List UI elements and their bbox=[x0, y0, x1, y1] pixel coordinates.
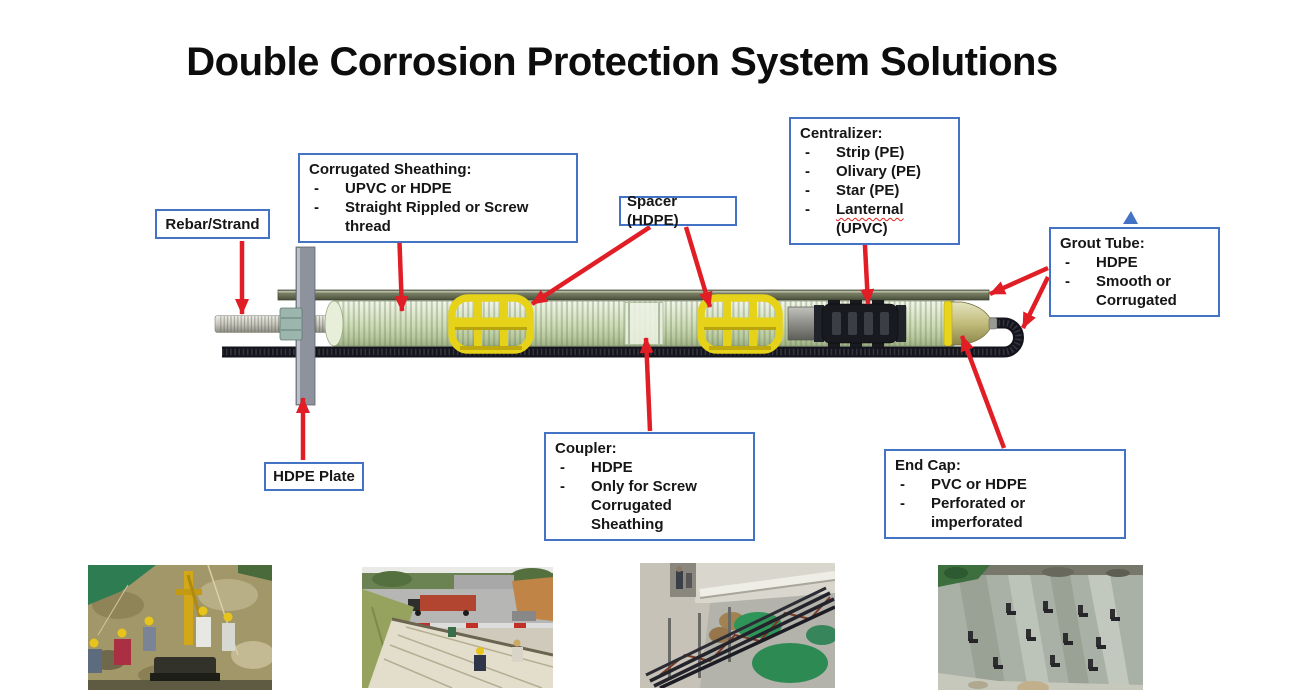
sheathing-item: - Straight Rippled or Screw thread bbox=[314, 199, 529, 235]
photo-drilling-rig bbox=[88, 565, 272, 690]
arrow-end-cap bbox=[959, 335, 1007, 449]
arrow-grout-top bbox=[989, 265, 1049, 297]
hdpe-plate-label: HDPE Plate bbox=[273, 468, 355, 485]
callout-centralizer: Centralizer: - Strip (PE) - Olivary (PE)… bbox=[789, 117, 960, 245]
spacer-2-shape bbox=[697, 294, 783, 354]
sheathing-item: - UPVC or HDPE bbox=[314, 180, 452, 197]
coupler-shape bbox=[624, 302, 664, 345]
callout-coupler: Coupler: - HDPE - Only for Screw Corruga… bbox=[544, 432, 755, 541]
blue-handle-icon bbox=[1123, 211, 1138, 224]
centralizer-item: - Olivary (PE) bbox=[805, 163, 922, 180]
photo-anchor-tendons bbox=[640, 563, 835, 688]
arrow-coupler bbox=[639, 337, 654, 432]
slide-title: Double Corrosion Protection System Solut… bbox=[186, 40, 1058, 84]
arrow-grout-bend bbox=[1020, 276, 1051, 329]
centralizer-item-misspelled: - Lanternal (UPVC) bbox=[805, 201, 904, 237]
callout-end-cap: End Cap: - PVC or HDPE - Perforated or i… bbox=[884, 449, 1126, 539]
centralizer-title: Centralizer: bbox=[800, 125, 883, 142]
coupler-item: - Only for Screw Corrugated Sheathing bbox=[560, 478, 697, 533]
callout-grout-tube: Grout Tube: - HDPE - Smooth or Corrugate… bbox=[1049, 227, 1220, 317]
coupler-title: Coupler: bbox=[555, 440, 617, 457]
grout-tube-item: - Smooth or Corrugated bbox=[1065, 273, 1177, 309]
centralizer-item: - Star (PE) bbox=[805, 182, 900, 199]
photo-highway-slope-works bbox=[362, 567, 553, 688]
grout-tube-item: - HDPE bbox=[1065, 254, 1138, 271]
callout-hdpe-plate: HDPE Plate bbox=[264, 462, 364, 491]
spacer-1-shape bbox=[448, 294, 534, 354]
spacer-label: Spacer (HDPE) bbox=[627, 193, 679, 229]
centralizer-item: - Strip (PE) bbox=[805, 144, 905, 161]
photo-shotcrete-wall bbox=[938, 565, 1143, 690]
arrow-spacer-right bbox=[683, 226, 713, 308]
anchor-nut bbox=[279, 307, 303, 341]
end-cap-item: - Perforated or imperforated bbox=[900, 495, 1026, 531]
end-cap-title: End Cap: bbox=[895, 457, 961, 474]
centralizer-shape bbox=[814, 300, 906, 347]
grout-tube-bottom bbox=[222, 317, 1024, 358]
callout-spacer: Spacer (HDPE) bbox=[619, 193, 737, 229]
end-cap-shape bbox=[943, 300, 998, 347]
sheathing-title: Corrugated Sheathing: bbox=[309, 161, 472, 178]
callout-corrugated-sheathing: Corrugated Sheathing: - UPVC or HDPE - S… bbox=[298, 153, 578, 243]
arrow-spacer-left bbox=[530, 225, 652, 306]
rebar-label: Rebar/Strand bbox=[165, 215, 260, 233]
grout-tube-top bbox=[277, 289, 990, 301]
callout-rebar-strand: Rebar/Strand bbox=[155, 209, 270, 239]
misspelled-word: Lanternal bbox=[836, 201, 904, 218]
coupler-item: - HDPE bbox=[560, 459, 633, 476]
grout-tube-title: Grout Tube: bbox=[1060, 235, 1145, 252]
misspelled-rest: (UPVC) bbox=[836, 220, 888, 237]
end-cap-item: - PVC or HDPE bbox=[900, 476, 1027, 493]
